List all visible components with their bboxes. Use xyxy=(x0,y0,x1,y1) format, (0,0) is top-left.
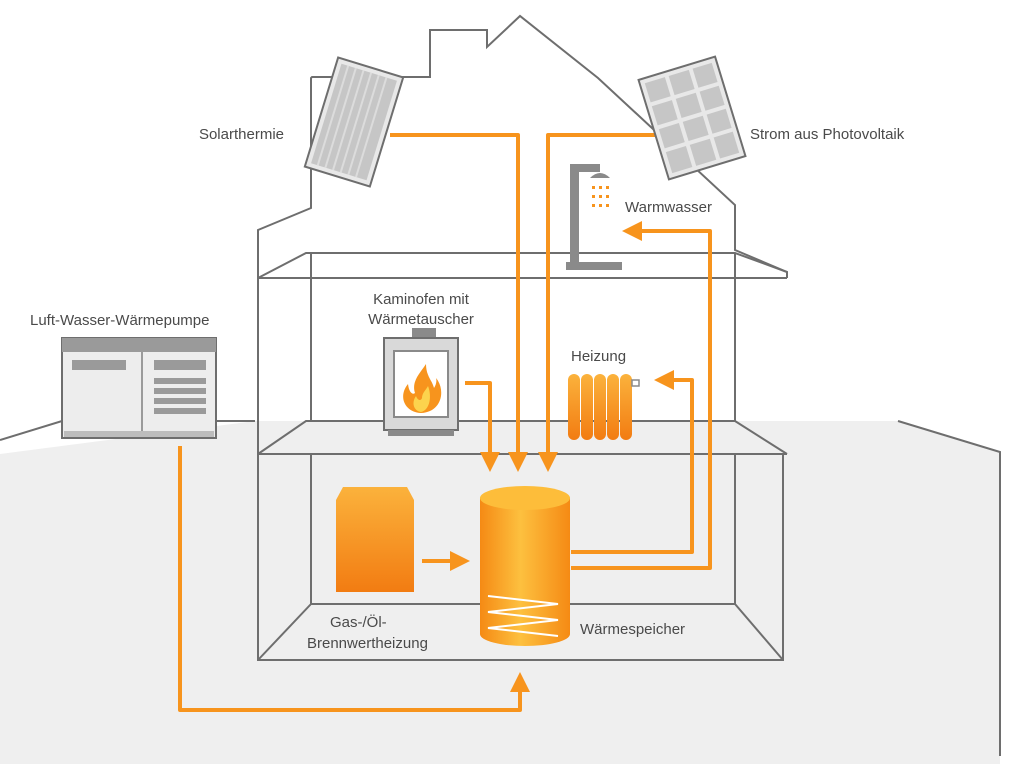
shower-icon xyxy=(566,164,622,270)
pipe-waermepumpe-to-tank xyxy=(178,446,530,712)
flow-pipes xyxy=(178,133,712,712)
label-solarthermie: Solarthermie xyxy=(199,126,284,143)
label-kaminofen-line1: Kaminofen mit xyxy=(373,291,470,308)
radiator-icon xyxy=(568,374,640,440)
pipe-tank-to-heizung xyxy=(571,370,694,554)
label-photovoltaik: Strom aus Photovoltaik xyxy=(750,126,905,143)
label-gasoel-line1: Gas-/Öl- xyxy=(330,613,387,631)
gas-oil-boiler-icon xyxy=(336,487,414,592)
photovoltaic-panel-icon xyxy=(637,55,747,181)
label-waermepumpe: Luft-Wasser-Wärmepumpe xyxy=(30,312,210,329)
heat-storage-tank-icon xyxy=(480,486,570,646)
label-heizung: Heizung xyxy=(571,348,626,365)
label-waermespeicher: Wärmespeicher xyxy=(580,621,685,638)
pipe-kaminofen-to-tank xyxy=(465,381,500,472)
wood-stove-icon xyxy=(383,328,459,436)
pipe-solarthermie-to-tank xyxy=(390,133,528,472)
label-gasoel-line2: Brennwertheizung xyxy=(307,635,428,652)
air-water-heat-pump-icon xyxy=(61,337,217,439)
label-kaminofen-line2: Wärmetauscher xyxy=(368,311,474,328)
solar-thermal-collector-icon xyxy=(303,56,405,188)
pipe-tank-to-warmwasser xyxy=(571,221,712,570)
pipe-photovoltaik-to-tank xyxy=(538,133,655,472)
label-warmwasser: Warmwasser xyxy=(625,199,712,216)
